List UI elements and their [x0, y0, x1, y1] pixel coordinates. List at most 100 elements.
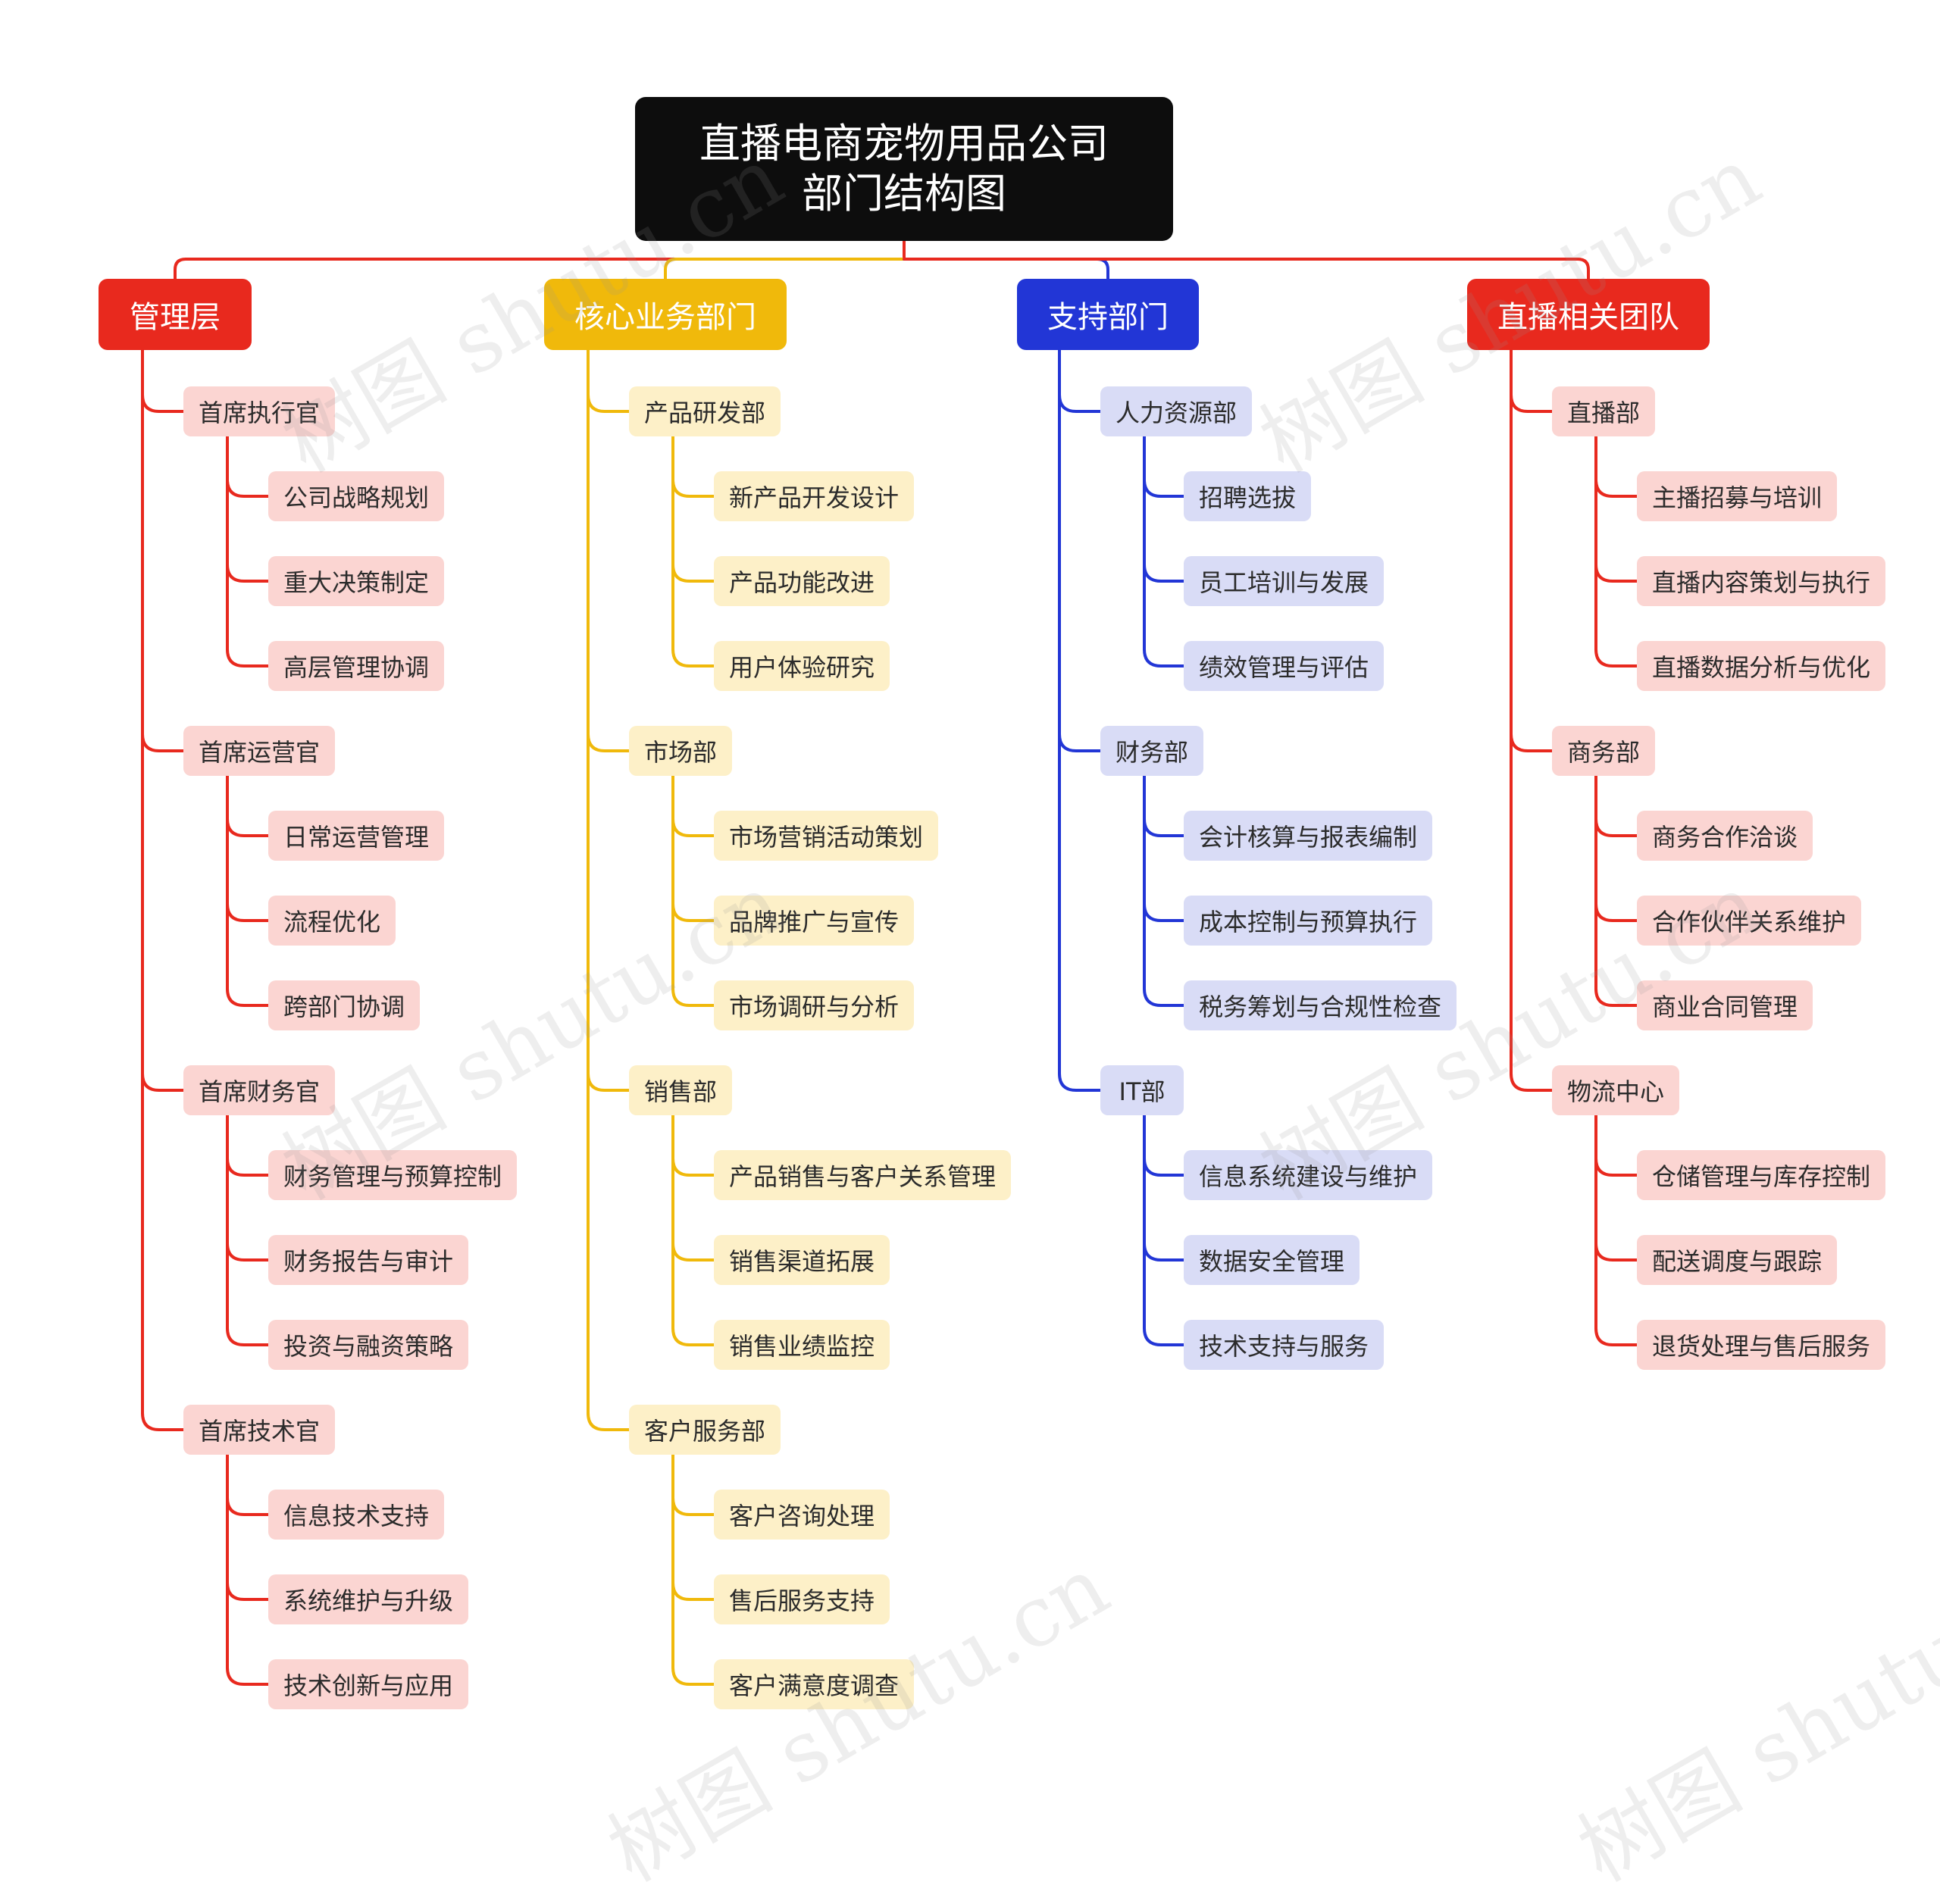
department-node-label: 管理层: [130, 300, 221, 335]
group-node[interactable]: 产品研发部: [629, 386, 781, 436]
leaf-node[interactable]: 技术创新与应用: [268, 1659, 468, 1709]
leaf-node[interactable]: 会计核算与报表编制: [1184, 811, 1432, 861]
leaf-node[interactable]: 税务筹划与合规性检查: [1184, 980, 1457, 1030]
leaf-node[interactable]: 信息技术支持: [268, 1490, 444, 1540]
leaf-node[interactable]: 客户咨询处理: [714, 1490, 890, 1540]
leaf-node[interactable]: 跨部门协调: [268, 980, 420, 1030]
group-node-label: 首席技术官: [198, 1417, 320, 1446]
leaf-node[interactable]: 财务管理与预算控制: [268, 1150, 517, 1200]
leaf-node[interactable]: 客户满意度调查: [714, 1659, 914, 1709]
leaf-node[interactable]: 市场调研与分析: [714, 980, 914, 1030]
leaf-node-label: 数据安全管理: [1198, 1247, 1344, 1276]
leaf-node[interactable]: 直播数据分析与优化: [1637, 641, 1885, 691]
connector-line: [226, 1157, 270, 1177]
leaf-node[interactable]: 商务合作洽谈: [1637, 811, 1813, 861]
leaf-node-label: 跨部门协调: [283, 993, 405, 1021]
leaf-node-label: 税务筹划与合规性检查: [1198, 993, 1441, 1021]
leaf-node[interactable]: 招聘选拔: [1184, 471, 1311, 521]
leaf-node-label: 重大决策制定: [283, 568, 429, 597]
leaf-node[interactable]: 仓储管理与库存控制: [1637, 1150, 1885, 1200]
department-node[interactable]: 核心业务部门: [544, 279, 787, 350]
connector-line: [1143, 648, 1185, 667]
group-node-label: 客户服务部: [643, 1417, 765, 1446]
leaf-node[interactable]: 公司战略规划: [268, 471, 444, 521]
group-node-label: 首席财务官: [198, 1077, 320, 1106]
leaf-node[interactable]: 合作伙伴关系维护: [1637, 896, 1861, 946]
leaf-node[interactable]: 日常运营管理: [268, 811, 444, 861]
group-node[interactable]: IT部: [1100, 1065, 1184, 1115]
leaf-node[interactable]: 新产品开发设计: [714, 471, 914, 521]
group-node[interactable]: 物流中心: [1552, 1065, 1679, 1115]
department-node[interactable]: 支持部门: [1017, 279, 1199, 350]
group-node-label: 市场部: [643, 738, 717, 767]
connector-line: [1143, 1242, 1185, 1262]
leaf-node-label: 新产品开发设计: [728, 483, 899, 512]
connector-line: [1143, 987, 1185, 1007]
department-node[interactable]: 直播相关团队: [1467, 279, 1710, 350]
leaf-node[interactable]: 配送调度与跟踪: [1637, 1235, 1837, 1285]
department-node-label: 核心业务部门: [574, 300, 756, 335]
leaf-node[interactable]: 主播招募与培训: [1637, 471, 1837, 521]
connector-line: [587, 1412, 630, 1431]
leaf-node[interactable]: 重大决策制定: [268, 556, 444, 606]
connector-line: [671, 1496, 715, 1516]
group-node-label: 销售部: [643, 1077, 717, 1106]
group-node[interactable]: 首席执行官: [183, 386, 335, 436]
leaf-node[interactable]: 产品功能改进: [714, 556, 890, 606]
group-node-label: 物流中心: [1566, 1077, 1664, 1106]
leaf-node[interactable]: 流程优化: [268, 896, 396, 946]
leaf-node[interactable]: 售后服务支持: [714, 1574, 890, 1624]
connector-line: [226, 987, 270, 1007]
connector-line: [587, 733, 630, 752]
group-node[interactable]: 首席运营官: [183, 726, 335, 776]
group-node-label: IT部: [1119, 1077, 1166, 1106]
leaf-node[interactable]: 市场营销活动策划: [714, 811, 938, 861]
leaf-node[interactable]: 退货处理与售后服务: [1637, 1320, 1885, 1370]
leaf-node-label: 品牌推广与宣传: [728, 908, 899, 936]
group-node[interactable]: 直播部: [1552, 386, 1655, 436]
leaf-node-label: 产品功能改进: [728, 568, 875, 597]
connector-line: [1594, 648, 1638, 667]
group-node[interactable]: 财务部: [1100, 726, 1203, 776]
group-node[interactable]: 首席财务官: [183, 1065, 335, 1115]
leaf-node[interactable]: 系统维护与升级: [268, 1574, 468, 1624]
leaf-node[interactable]: 产品销售与客户关系管理: [714, 1150, 1011, 1200]
root-topic[interactable]: 直播电商宠物用品公司部门结构图: [635, 97, 1173, 241]
leaf-node[interactable]: 成本控制与预算执行: [1184, 896, 1432, 946]
leaf-node[interactable]: 绩效管理与评估: [1184, 641, 1384, 691]
leaf-node[interactable]: 销售渠道拓展: [714, 1235, 890, 1285]
leaf-node[interactable]: 品牌推广与宣传: [714, 896, 914, 946]
group-node[interactable]: 商务部: [1552, 726, 1655, 776]
group-node[interactable]: 人力资源部: [1100, 386, 1252, 436]
leaf-node[interactable]: 财务报告与审计: [268, 1235, 468, 1285]
leaf-node[interactable]: 用户体验研究: [714, 641, 890, 691]
connector-line: [1594, 1327, 1638, 1346]
leaf-node[interactable]: 技术支持与服务: [1184, 1320, 1384, 1370]
leaf-node-label: 投资与融资策略: [283, 1332, 453, 1361]
group-node[interactable]: 首席技术官: [183, 1405, 335, 1455]
connector-line: [1510, 1072, 1554, 1092]
connector-line: [226, 1242, 270, 1262]
group-node[interactable]: 销售部: [629, 1065, 732, 1115]
leaf-node-label: 用户体验研究: [728, 653, 875, 682]
leaf-node[interactable]: 信息系统建设与维护: [1184, 1150, 1432, 1200]
leaf-node-label: 仓储管理与库存控制: [1651, 1162, 1870, 1191]
department-node-label: 支持部门: [1047, 300, 1169, 335]
leaf-node[interactable]: 商业合同管理: [1637, 980, 1813, 1030]
department-node[interactable]: 管理层: [99, 279, 252, 350]
leaf-node[interactable]: 销售业绩监控: [714, 1320, 890, 1370]
leaf-node[interactable]: 数据安全管理: [1184, 1235, 1360, 1285]
group-node[interactable]: 客户服务部: [629, 1405, 781, 1455]
leaf-node[interactable]: 高层管理协调: [268, 641, 444, 691]
group-node[interactable]: 市场部: [629, 726, 732, 776]
leaf-node[interactable]: 直播内容策划与执行: [1637, 556, 1885, 606]
group-node-label: 人力资源部: [1115, 399, 1237, 427]
connector-line: [903, 258, 1590, 280]
leaf-node-label: 退货处理与售后服务: [1651, 1332, 1870, 1361]
connector-line: [1058, 1072, 1102, 1092]
connector-line: [1594, 478, 1638, 498]
leaf-node[interactable]: 投资与融资策略: [268, 1320, 468, 1370]
leaf-node[interactable]: 员工培训与发展: [1184, 556, 1384, 606]
leaf-node-label: 商业合同管理: [1651, 993, 1798, 1021]
connector-line: [1594, 1242, 1638, 1262]
